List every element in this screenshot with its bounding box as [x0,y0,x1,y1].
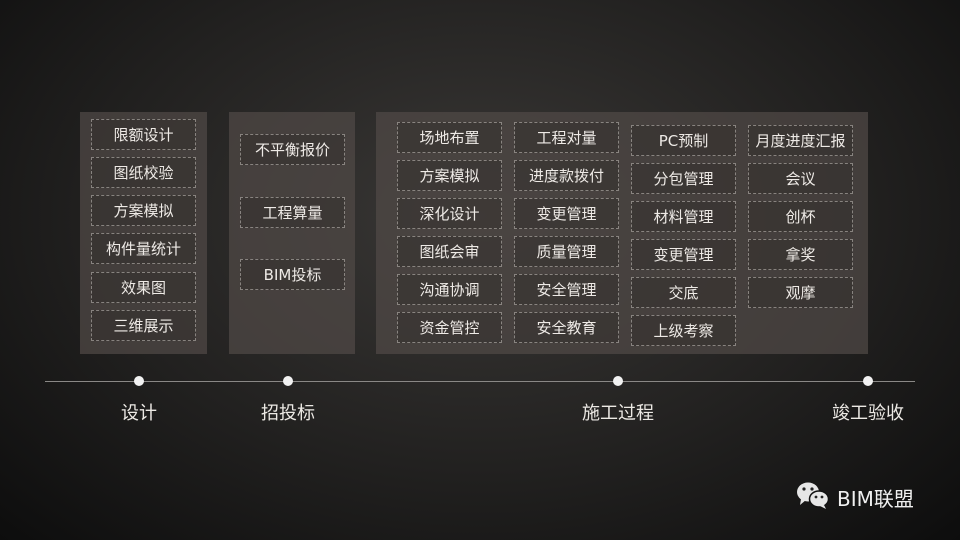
stage-label: 设计 [121,403,157,424]
task-box: 分包管理 [631,163,736,194]
panel-design: 限额设计图纸校验方案模拟构件量统计效果图三维展示 [80,112,207,354]
task-box: 深化设计 [397,198,502,229]
task-box: 效果图 [91,272,196,303]
task-box: 变更管理 [514,198,619,229]
task-box: 材料管理 [631,201,736,232]
timeline-line [45,381,915,382]
task-box: 交底 [631,277,736,308]
task-box: 图纸会审 [397,236,502,267]
task-box: 月度进度汇报 [748,125,853,156]
stage-label: 施工过程 [582,403,654,424]
brand-watermark: BIM联盟 [795,480,914,515]
brand-label: BIM联盟 [837,487,914,511]
task-box: 三维展示 [91,310,196,341]
task-box: 安全管理 [514,274,619,305]
timeline-dot [613,376,623,386]
task-box: 沟通协调 [397,274,502,305]
task-box: 拿奖 [748,239,853,270]
task-box: 图纸校验 [91,157,196,188]
task-box: 工程对量 [514,122,619,153]
timeline-dot [134,376,144,386]
task-box: 方案模拟 [397,160,502,191]
stage-label: 招投标 [261,403,315,424]
timeline-dot [863,376,873,386]
task-box: 不平衡报价 [240,134,345,165]
task-box: 资金管控 [397,312,502,343]
task-box: 上级考察 [631,315,736,346]
task-box: 安全教育 [514,312,619,343]
task-box: 观摩 [748,277,853,308]
stage-label: 竣工验收 [832,403,904,424]
task-box: PC预制 [631,125,736,156]
task-box: 进度款拨付 [514,160,619,191]
task-box: 构件量统计 [91,233,196,264]
task-box: 质量管理 [514,236,619,267]
task-box: 会议 [748,163,853,194]
panel-bidding: 不平衡报价工程算量 BIM投标 [229,112,355,354]
wechat-icon [795,480,831,515]
task-box: 场地布置 [397,122,502,153]
task-box: 方案模拟 [91,195,196,226]
task-box: 创杯 [748,201,853,232]
timeline-dot [283,376,293,386]
panel-construction: 场地布置方案模拟深化设计图纸会审沟通协调资金管控工程对量进度款拨付变更管理质量管… [376,112,868,354]
task-box: 限额设计 [91,119,196,150]
task-box: BIM投标 [240,259,345,290]
task-box: 变更管理 [631,239,736,270]
task-box: 工程算量 [240,197,345,228]
